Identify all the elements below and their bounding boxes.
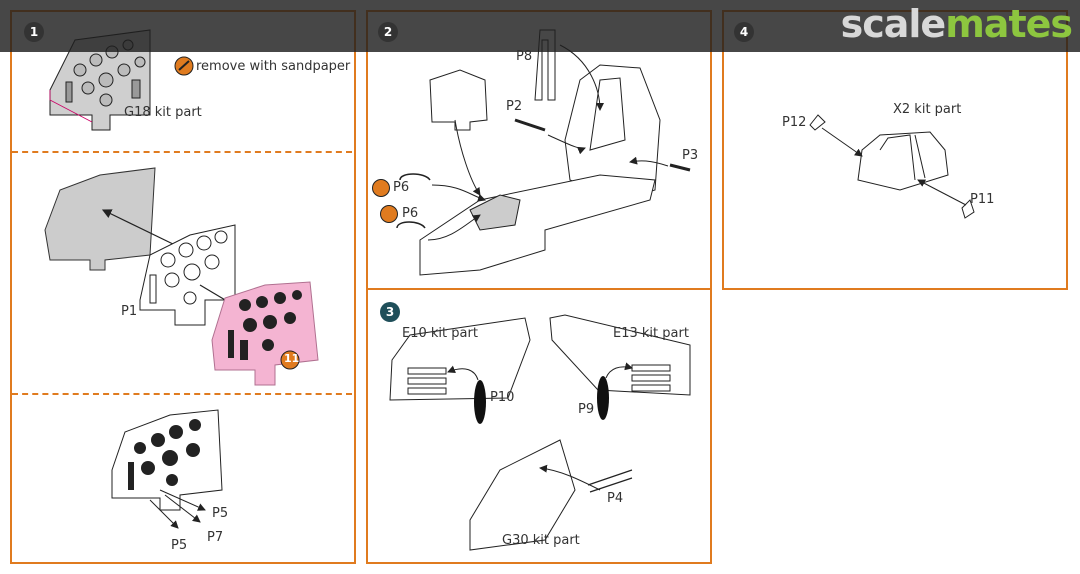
x2-canopy-drawing [857, 131, 949, 191]
grey-backing-drawing [44, 167, 156, 271]
p4-label: P4 [607, 491, 624, 506]
p3-label: P3 [682, 148, 699, 163]
p5-label-upper: P5 [212, 506, 229, 521]
e10-kit-part-label: E10 kit part [402, 326, 478, 341]
p11-label: P11 [970, 192, 995, 207]
step-2-badge: 2 [378, 22, 398, 42]
p10-label: P10 [490, 390, 515, 405]
p10-film-drawing [474, 380, 486, 424]
seat-drawing [564, 64, 661, 201]
p8-label: P8 [516, 49, 533, 64]
g30-part-drawing [469, 439, 576, 551]
step-3-badge: 3 [380, 302, 400, 322]
step1-divider-bottom [12, 393, 352, 395]
p12-drawing [809, 114, 826, 131]
p6-label-upper: P6 [393, 180, 410, 195]
step-4-badge: 4 [734, 22, 754, 42]
p9-film-drawing [597, 376, 609, 420]
watermark-banner [0, 0, 1080, 52]
g30-kit-part-label: G30 kit part [502, 533, 580, 548]
x2-kit-part-label: X2 kit part [893, 102, 962, 117]
p1-label: P1 [121, 304, 138, 319]
finished-panel-drawing [111, 409, 223, 511]
p6-label-lower: P6 [402, 206, 419, 221]
step-1-badge: 1 [24, 22, 44, 42]
p1-panel-drawing [139, 224, 236, 326]
p7-label: P7 [207, 530, 224, 545]
g18-panel-drawing [49, 29, 151, 131]
g18-kit-part-label: G18 kit part [124, 105, 202, 120]
p6-step-marker-lower [380, 205, 398, 223]
e13-kit-part-label: E13 kit part [613, 326, 689, 341]
p12-label: P12 [782, 115, 807, 130]
p6-step-marker-upper [372, 179, 390, 197]
pink-film-drawing [211, 281, 319, 386]
p2-label: P2 [506, 99, 523, 114]
p11-drawing [961, 199, 975, 219]
p5-label-lower: P5 [171, 538, 188, 553]
p9-label: P9 [578, 402, 595, 417]
step1-divider-top [12, 151, 352, 153]
backplate-drawing [429, 69, 488, 131]
badge-11-label: 11 [284, 352, 300, 365]
remove-with-sandpaper-label: remove with sandpaper [196, 59, 351, 74]
badge-11-icon [280, 350, 300, 370]
scalemates-logo: scalemates [840, 2, 1073, 46]
floor-drawing [419, 174, 656, 276]
